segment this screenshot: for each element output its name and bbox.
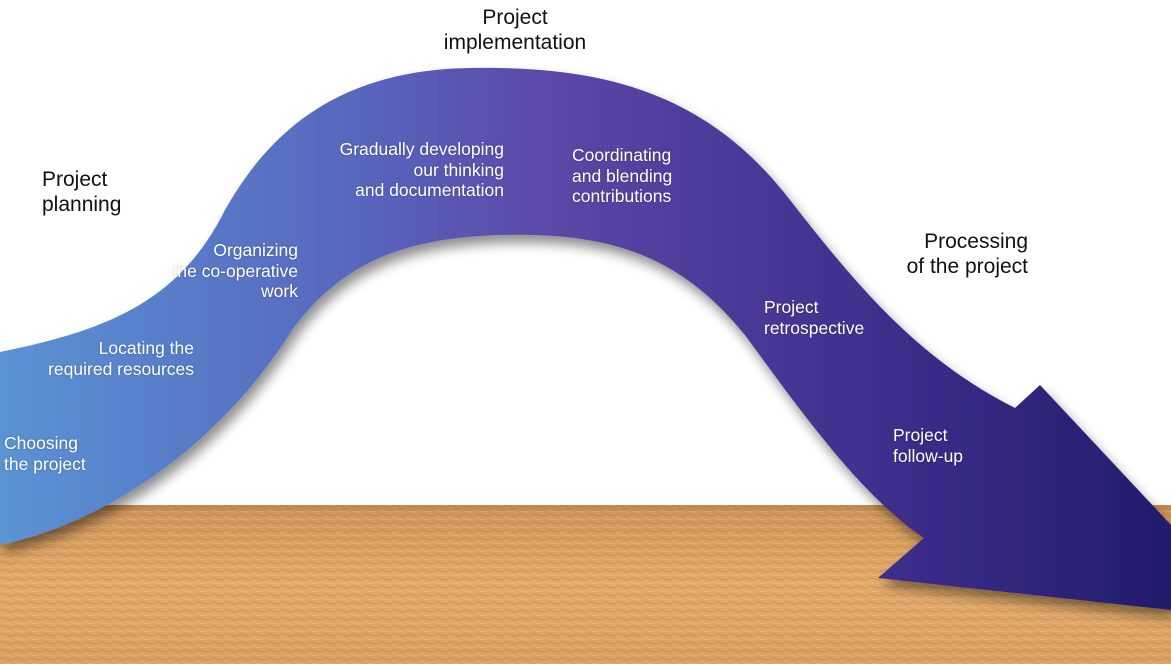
step-developing-label: Gradually developing our thinking and do… [296,139,504,201]
step-developing-line-3: and documentation [355,180,504,201]
step-organizing-line-3: work [261,281,298,302]
step-choosing-line-1: Choosing [4,433,78,453]
step-retrospective-line-2: retrospective [764,317,865,338]
step-coordinating-line-3: contributions [572,186,672,207]
step-organizing-line-2: the co-operative [172,260,299,281]
step-choosing-line-2: the project [4,453,86,474]
step-developing-line-2: our thinking [413,159,504,180]
step-followup-line-1: Project [893,425,948,445]
step-retrospective-line-1: Project [764,297,819,317]
step-organizing-label: Organizing the co-operative work [130,240,299,302]
step-coordinating-label: Coordinating and blending contributions [572,145,672,207]
step-coordinating-line-2: and blending [572,165,673,186]
step-locating-line-1: Locating the [98,338,194,358]
phase-implementation-line-1: Project [482,6,548,29]
phase-processing-label: Processing of the project [860,230,1028,280]
step-locating-line-2: required resources [48,358,194,379]
step-locating-label: Locating the required resources [8,338,194,379]
phase-processing-line-1: Processing [924,230,1028,253]
step-organizing-line-1: Organizing [213,240,298,260]
step-followup-label: Project follow-up [893,425,963,466]
phase-implementation-label: Project implementation [420,6,610,56]
process-arrow [0,67,1171,610]
phase-planning-line-1: Project [42,168,108,191]
step-choosing-label: Choosing the project [4,433,86,474]
step-followup-line-2: follow-up [893,445,964,466]
phase-planning-line-2: planning [42,192,122,216]
step-retrospective-label: Project retrospective [764,297,864,338]
step-developing-line-1: Gradually developing [339,139,504,159]
phase-processing-line-2: of the project [906,254,1028,278]
phase-implementation-line-2: implementation [443,30,587,54]
step-coordinating-line-1: Coordinating [572,145,672,165]
phase-planning-label: Project planning [42,168,121,218]
